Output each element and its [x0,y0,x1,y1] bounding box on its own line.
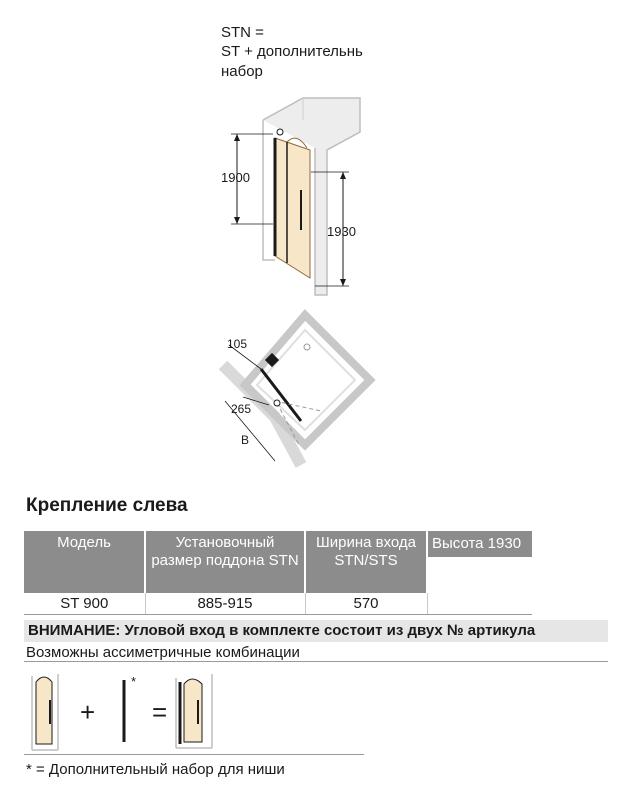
combo-door-icon [31,674,59,751]
note-stn-line2: ST + дополнительнь [221,43,363,60]
equals-sign: = [152,697,168,727]
col-header-model: Модель [24,531,146,593]
combo-divider-bottom [24,754,364,755]
col-header-entry-width: Ширина входа STN/STS [305,531,428,593]
cell-height [427,593,532,615]
note-stn-line3: набор [221,63,263,80]
col-header-height-label: Высота 1930 [432,535,522,552]
elevation-drawing [231,97,361,296]
cell-model: ST 900 [24,593,146,615]
cell-entry-width: 570 [305,593,428,615]
combo-result-icon [175,674,213,749]
col-header-height: Высота 1930 [427,531,532,593]
niche-kit-icon [122,680,126,742]
dim-105: 105 [227,337,248,351]
spec-table: Модель Установочный размер поддона STN Ш… [24,531,532,615]
dim-265: 265 [231,402,252,416]
table-row: ST 900 885-915 570 [24,593,532,615]
combo-title: Возможны ассиметричные комбинации [26,644,300,661]
table-header-row: Модель Установочный размер поддона STN Ш… [24,531,532,593]
footnote-star: * [131,674,137,689]
dim-height-door: 1900 [221,170,250,185]
note-stn-line1: STN = [221,24,264,41]
cell-tray-size: 885-915 [145,593,306,615]
col-header-tray-size: Установочный размер поддона STN [145,531,306,593]
dim-height-total: 1930 [327,224,356,239]
warning-banner: ВНИМАНИЕ: Угловой вход в комплекте состо… [24,620,608,642]
dim-b: B [241,433,250,447]
combo-divider-top [24,661,608,662]
plus-sign: + [80,697,96,727]
footnote: * = Дополнительный набор для ниши [26,761,285,778]
section-title: Крепление слева [26,495,188,516]
plan-drawing [218,309,376,468]
col-header-height-gap [428,557,532,593]
